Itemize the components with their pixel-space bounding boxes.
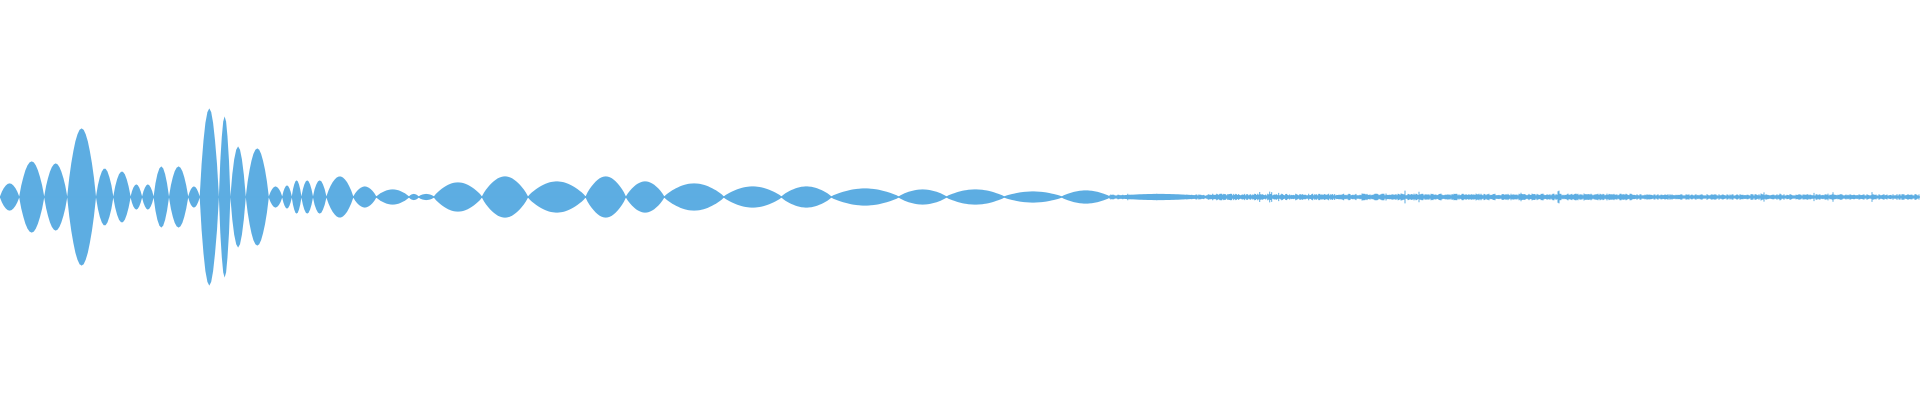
waveform-noise-segment [1631, 192, 1920, 202]
waveform-noise-segment [1207, 191, 1345, 203]
waveform-lobes [0, 108, 1920, 286]
waveform-noise-segment [1343, 190, 1632, 204]
waveform-noise [1109, 190, 1920, 204]
waveform-noise-segment [1109, 193, 1208, 201]
